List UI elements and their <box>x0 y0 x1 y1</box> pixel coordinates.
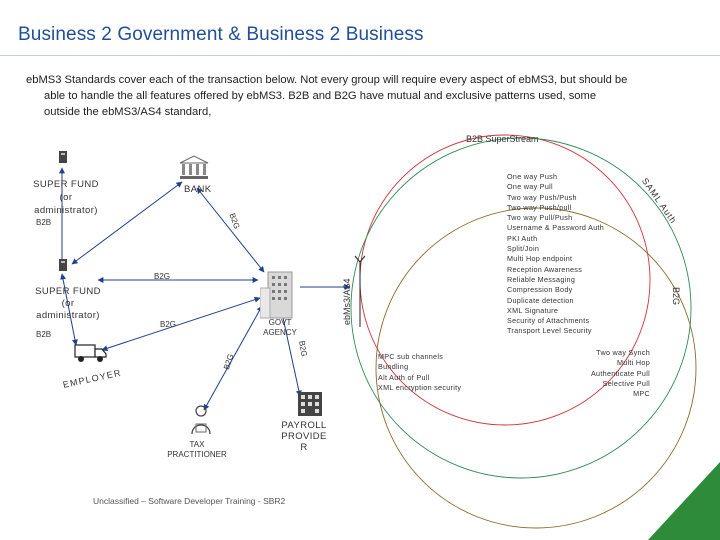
bank-icon <box>178 154 210 185</box>
payroll-building-icon <box>296 388 324 423</box>
super-fund-1-line: (or <box>33 191 99 204</box>
feature-item: Reception Awareness <box>507 265 604 275</box>
super-fund-1-label: SUPER FUND (or administrator) <box>33 178 99 217</box>
ebms3-bracket-arrow <box>355 256 365 262</box>
bank-label: BANK <box>184 184 211 195</box>
super-fund-icon <box>56 150 70 169</box>
superstream-label: B2B SuperStream <box>466 134 539 144</box>
tax-practitioner-line: TAX <box>167 440 227 450</box>
feature-item: Authenticate Pull <box>590 369 650 379</box>
feature-item: Multi Hop <box>590 358 650 368</box>
employer-truck-icon <box>74 340 108 369</box>
edge-b2g-fund: B2G <box>160 320 176 329</box>
feature-item: Two way Push/pull <box>507 203 604 213</box>
feature-item: XML encryption security <box>378 383 461 393</box>
edge-b2g-middle: B2G <box>154 272 170 281</box>
govt-building-icon <box>260 270 300 325</box>
feature-item: Transport Level Security <box>507 326 604 336</box>
super-fund-2-line: SUPER FUND <box>35 286 101 298</box>
feature-item: Bundling <box>378 362 461 372</box>
feature-item: MPC sub channels <box>378 352 461 362</box>
govt-agency-line: AGENCY <box>263 328 297 338</box>
feature-item: Reliable Messaging <box>507 275 604 285</box>
tax-practitioner-icon <box>188 404 214 441</box>
feature-item: PKI Auth <box>507 234 604 244</box>
payroll-provider-line: PAYROLL <box>281 420 327 431</box>
feature-item: One way Push <box>507 172 604 182</box>
payroll-provider-label: PAYROLL PROVIDE R <box>281 420 327 453</box>
arrow-employer-govt <box>102 298 260 350</box>
payroll-provider-line: PROVIDE <box>281 431 327 442</box>
govt-agency-label: GOVT AGENCY <box>263 318 297 338</box>
payroll-provider-line: R <box>281 442 327 453</box>
super-fund-1-line: administrator) <box>33 204 99 217</box>
super-fund-2-line: administrator) <box>35 310 101 322</box>
arrow-bank-govt <box>197 188 264 272</box>
feature-item: Two way Push/Push <box>507 193 604 203</box>
feature-item: Multi Hop endpoint <box>507 254 604 264</box>
feature-item: Split/Join <box>507 244 604 254</box>
feature-item: XML Signature <box>507 306 604 316</box>
super-fund-icon <box>56 258 70 277</box>
ebms3-label: ebMs3/AS4 <box>342 278 352 325</box>
tax-practitioner-label: TAX PRACTITIONER <box>167 440 227 460</box>
super-fund-2-line: (or <box>35 298 101 310</box>
feature-item: Selective Pull <box>590 379 650 389</box>
feature-item: Duplicate detection <box>507 296 604 306</box>
footer-classification: Unclassified – Software Developer Traini… <box>93 496 285 506</box>
govt-agency-line: GOVT <box>263 318 297 328</box>
tax-practitioner-line: PRACTITIONER <box>167 450 227 460</box>
feature-item: Compression Body <box>507 285 604 295</box>
feature-item: Two way Synch <box>590 348 650 358</box>
edge-b2b-top: B2B <box>36 218 51 227</box>
sync-feature-list: Two way Synch Multi Hop Authenticate Pul… <box>590 348 650 399</box>
mpc-feature-list: MPC sub channels Bundling Alt Auth of Pu… <box>378 352 461 393</box>
page-number: 5 <box>676 487 682 499</box>
feature-item: One way Pull <box>507 182 604 192</box>
super-fund-2-label: SUPER FUND (or administrator) <box>35 286 101 322</box>
b2g-circle-label: B2G <box>671 287 681 305</box>
feature-item: Username & Password Auth <box>507 223 604 233</box>
super-fund-1-line: SUPER FUND <box>33 178 99 191</box>
feature-item: Security of Attachments <box>507 316 604 326</box>
ebms-feature-list: One way Push One way Pull Two way Push/P… <box>507 172 604 337</box>
feature-item: Alt Auth of Pull <box>378 373 461 383</box>
feature-item: Two way Pull/Push <box>507 213 604 223</box>
feature-item: MPC <box>590 389 650 399</box>
edge-b2b-bottom: B2B <box>36 330 51 339</box>
page-number-badge <box>648 462 720 540</box>
